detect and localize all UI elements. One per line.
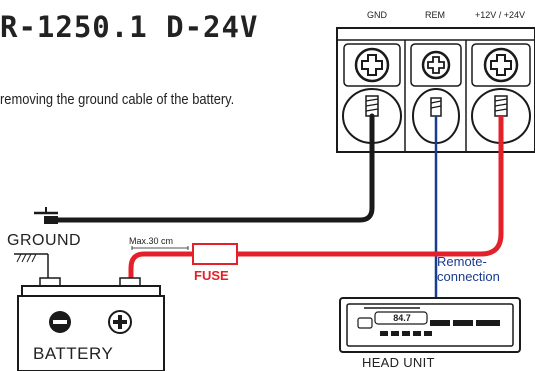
terminal-label-rem: REM	[425, 10, 445, 20]
power-wire-battery-side	[128, 251, 193, 282]
head-unit-label: HEAD UNIT	[362, 355, 435, 370]
instruction-text: removing the ground cable of the battery…	[0, 91, 235, 108]
battery-label: BATTERY	[33, 344, 114, 363]
battery-icon	[17, 277, 165, 371]
max-length-label: Max.30 cm	[129, 236, 174, 246]
terminal-label-gnd: GND	[367, 10, 387, 20]
model-title: R-1250.1 D-24V	[0, 10, 259, 44]
fuse-body	[192, 243, 238, 265]
terminal-label-power: +12V / +24V	[474, 10, 526, 20]
rem-screw-icon	[421, 50, 451, 80]
ground-connector-icon	[34, 207, 58, 224]
remote-label-line2: connection	[437, 269, 500, 284]
power-wire	[237, 116, 504, 257]
remote-connection-label: Remote- connection	[437, 254, 500, 284]
ground-label: GROUND	[7, 232, 82, 249]
remote-label-line1: Remote-	[437, 254, 487, 269]
ground-symbol-icon	[14, 253, 49, 280]
fuse-label: FUSE	[194, 268, 229, 283]
head-unit-icon	[339, 297, 521, 353]
ground-wire	[55, 113, 375, 223]
head-unit-display: 84.7	[393, 313, 411, 323]
gnd-screw-icon	[354, 47, 390, 83]
pwr-screw-icon	[483, 47, 519, 83]
max-length-bracket	[131, 246, 189, 250]
